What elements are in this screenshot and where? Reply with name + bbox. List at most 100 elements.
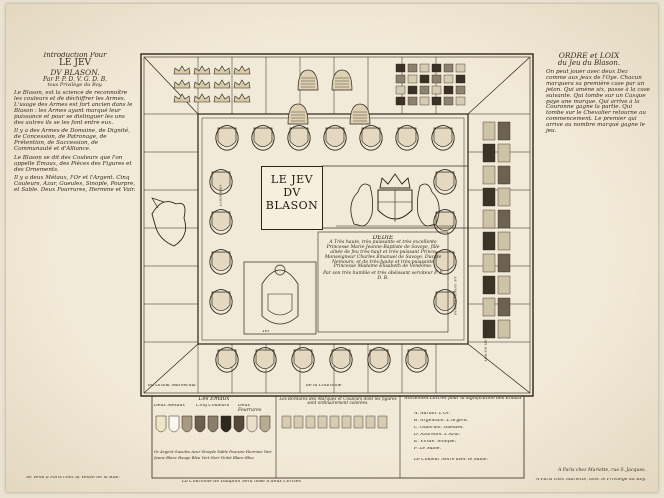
helmet-icon <box>297 69 319 91</box>
crown-icon <box>213 65 231 75</box>
tincture-swatch <box>443 63 454 73</box>
tincture-swatch <box>395 96 406 106</box>
legend-emaux-title: Les Émaux <box>198 397 230 402</box>
rules-title-2: du Jeu du Blason. <box>557 58 621 67</box>
legend-letter-6: F. Le Sable. <box>414 447 442 451</box>
intro-paragraph-4: Il y a deux Métaux, l'Or et l'Argent. Ci… <box>14 175 136 194</box>
shield-icon <box>211 291 231 312</box>
bordure-swatch <box>293 415 304 429</box>
caption-couronne: de la Couronne <box>306 384 342 388</box>
tincture-shield-icon <box>155 415 167 433</box>
diagonal-bl <box>143 343 199 394</box>
intro-title-1: Introduction Pour <box>43 52 107 59</box>
shield-icon <box>435 171 455 192</box>
crown-icon <box>173 93 191 103</box>
central-coat-of-arms <box>321 165 469 229</box>
intro-title-2: LE JEV <box>58 58 92 69</box>
shield-icon <box>253 127 273 148</box>
legend-right-title: Anciennes Lettres pour la signification … <box>404 397 522 401</box>
strip-square <box>482 231 496 251</box>
tincture-shield-icon <box>207 415 219 433</box>
shield-icon <box>289 127 309 148</box>
tincture-swatch <box>395 63 406 73</box>
strip-square <box>497 297 511 317</box>
intro-paragraph-3: Le Blason se dit des Couleurs que l'on a… <box>14 154 132 173</box>
strip-square <box>482 165 496 185</box>
legend-frame <box>151 395 525 479</box>
inner-frame <box>197 113 469 345</box>
intro-title-3: DV BLASON. <box>50 67 100 77</box>
outer-frame-inner <box>143 56 531 394</box>
crown-icon <box>193 79 211 89</box>
helmets-group <box>287 69 371 125</box>
tincture-swatch <box>419 63 430 73</box>
shield-icon <box>407 349 427 370</box>
tincture-swatch <box>395 74 406 84</box>
right-margin-strip <box>482 121 511 339</box>
wreath-icon <box>209 289 233 315</box>
strip-square <box>482 319 496 339</box>
shield-icon <box>293 349 313 370</box>
wreath-icon <box>209 209 233 235</box>
tincture-shield-icon <box>168 415 180 433</box>
helmet-icon <box>287 103 309 125</box>
tincture-swatch <box>455 96 466 106</box>
tincture-swatch <box>455 85 466 95</box>
dedication-block: DEDIÉ A Très haute, très puissante et tr… <box>322 235 444 330</box>
board-artwork <box>140 53 534 479</box>
shield-icon <box>397 127 417 148</box>
wreath-icon <box>215 125 239 151</box>
strip-square <box>482 297 496 317</box>
title-line-2: DV <box>283 186 301 199</box>
shield-icon <box>217 349 237 370</box>
strip-square <box>482 253 496 273</box>
engraving-sheet: LE JEV DV BLASON DEDIÉ A Très haute, trè… <box>6 4 658 492</box>
legend-letter-5: E. Viride. Sinople. <box>414 440 457 444</box>
helmet-icon <box>331 69 353 91</box>
strip-square <box>482 121 496 141</box>
shield-icon <box>435 291 455 312</box>
shield-icon <box>331 349 351 370</box>
tincture-swatch <box>443 74 454 84</box>
legend-letter-3: C. Gulorum. Gueules. <box>414 426 464 430</box>
crown-icon <box>193 65 211 75</box>
tincture-swatch <box>407 85 418 95</box>
legend-middle-title: Les Bordures des Marques et Couleurs don… <box>279 397 397 406</box>
bordure-swatch <box>281 415 292 429</box>
rules-title-1: ORDRE et LOIX <box>558 52 620 60</box>
wreath-icon <box>433 169 457 195</box>
wreath-icon <box>433 249 457 275</box>
tincture-swatch <box>419 96 430 106</box>
shield-icon <box>211 171 231 192</box>
strip-square <box>497 209 511 229</box>
wreath-icon <box>395 125 419 151</box>
caption-grand-mareschal: du Grand Mareschal <box>148 384 196 388</box>
strip-square <box>497 143 511 163</box>
crown-icon <box>193 93 211 103</box>
bordure-swatch <box>329 415 340 429</box>
legend-swatches <box>155 415 388 433</box>
wreath-icon <box>431 125 455 151</box>
bottom-center-imprint: La Couronne de Dauphin Sera mise à deux … <box>182 480 301 484</box>
legend-couleurs: Cinq Couleurs <box>196 404 230 408</box>
intro-paragraph-2: Il y a des Armes de Domaine, de Dignité,… <box>14 128 131 152</box>
strip-square <box>497 253 511 273</box>
shield-icon <box>361 127 381 148</box>
crown-icon <box>173 79 191 89</box>
caption-corner-number: 1er <box>262 330 270 334</box>
rules-text: On peut jouer avec deux Dez comme aux je… <box>546 69 650 134</box>
tincture-swatch <box>395 85 406 95</box>
shield-icon <box>211 211 231 232</box>
tincture-swatch <box>431 74 442 84</box>
left-band-dividers <box>144 113 198 343</box>
introduction-column: Introduction Pour LE JEV DV BLASON. Par … <box>14 52 136 482</box>
tincture-swatch <box>407 74 418 84</box>
strip-square <box>497 121 511 141</box>
wreath-icon <box>405 347 429 373</box>
shield-icon <box>255 349 275 370</box>
crowns-row <box>173 65 251 103</box>
strip-square <box>482 187 496 207</box>
tincture-swatch <box>431 96 442 106</box>
legend-letter-2: B. Argentum. L'Argent. <box>414 419 469 423</box>
shield-icon <box>217 127 237 148</box>
